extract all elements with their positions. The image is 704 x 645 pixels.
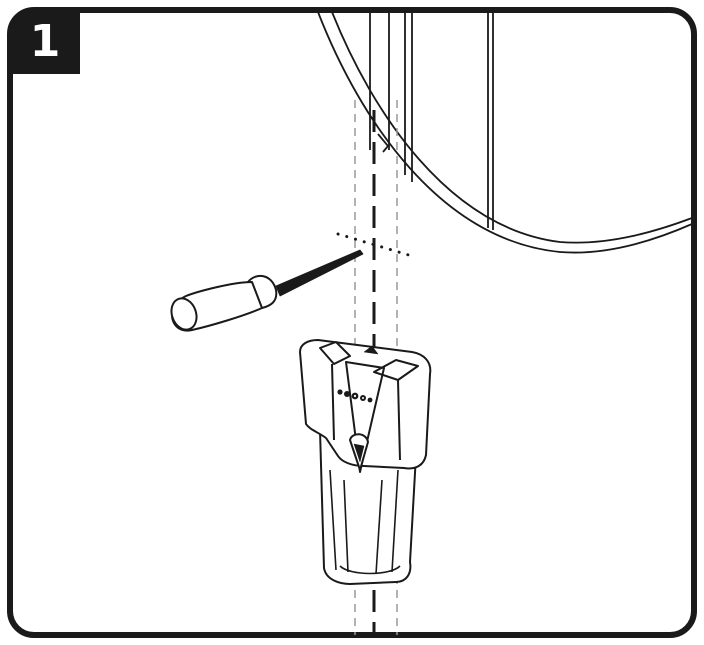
- device-grip-ridges: [329, 469, 401, 575]
- door-frame: [369, 12, 494, 230]
- mark-dotted-line: [336, 232, 414, 258]
- mirror-frame: [317, 11, 693, 254]
- step-number-badge: 1: [10, 10, 80, 74]
- screwdriver-icon: [170, 249, 364, 332]
- led-indicator-row: [337, 389, 373, 403]
- stud-finder-icon: [299, 339, 432, 585]
- panel-frame: [7, 7, 697, 638]
